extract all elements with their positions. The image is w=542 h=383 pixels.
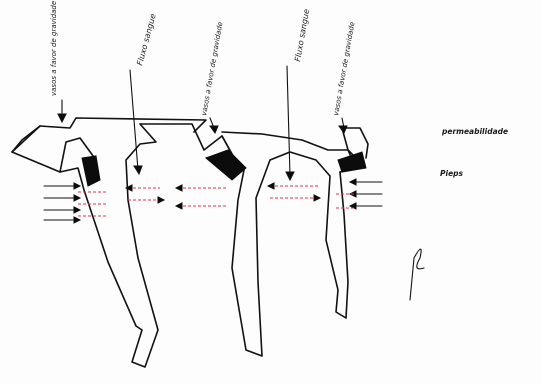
label-vaso-1: vasos a favor de gravidade	[50, 1, 58, 96]
right-inflow-arrows	[350, 179, 382, 209]
black-block-right	[338, 152, 366, 172]
arrowhead-fluxo-2	[286, 172, 294, 180]
label-fluxo-1: Fluxo sangue	[135, 13, 158, 67]
arrow-fluxo-2	[287, 66, 290, 176]
legend-line-2: Pieps	[440, 169, 464, 178]
legend-line-1: permeabilidade	[441, 127, 508, 136]
left-leg-outline	[12, 124, 232, 367]
top-bar	[40, 118, 206, 132]
black-block-left	[82, 156, 100, 186]
middle-top-bar	[222, 132, 358, 160]
label-fluxo-2: Fluxo sangue	[293, 8, 311, 62]
left-inflow-arrows	[44, 183, 80, 223]
label-vaso-2: vasos a favor de gravidade	[200, 21, 224, 116]
label-vaso-3: vasos a favor de gravidade	[332, 21, 356, 116]
red-flow-lines	[78, 183, 356, 216]
black-block-middle	[206, 150, 246, 180]
arrowhead-vaso-1	[58, 114, 66, 122]
leg-outline-group	[12, 118, 368, 367]
arrowhead-vaso-2	[210, 126, 218, 133]
signature-mark	[410, 249, 424, 300]
arrowhead-fluxo-1	[134, 166, 142, 174]
arrowhead-vaso-3	[339, 126, 347, 133]
